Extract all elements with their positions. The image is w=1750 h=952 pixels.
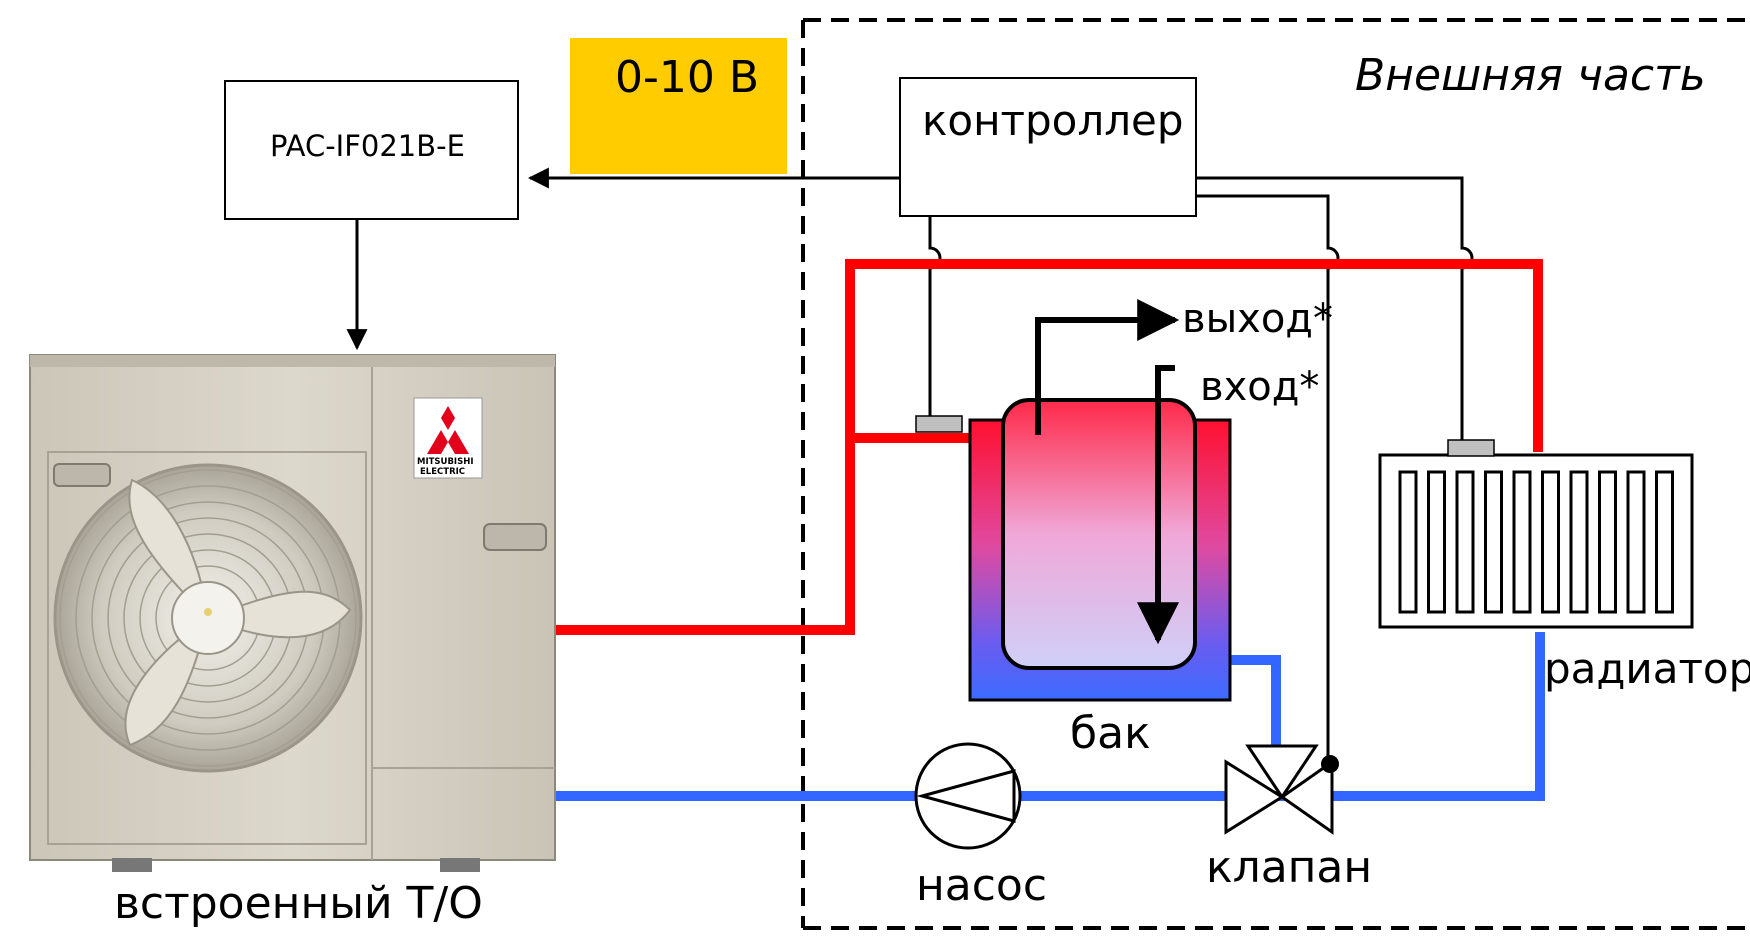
radiator-fin xyxy=(1400,472,1416,612)
logo-text-bottom: ELECTRIC xyxy=(420,467,465,477)
radiator-fin xyxy=(1628,472,1644,612)
radiator-fin xyxy=(1486,472,1502,612)
radiator-fin xyxy=(1514,472,1530,612)
valve-label: клапан xyxy=(1206,842,1372,893)
signal-label: 0-10 В xyxy=(615,52,759,103)
tank-sensor xyxy=(916,416,962,432)
interface-label: PAC-IF021B-E xyxy=(270,129,465,163)
valve-actuator-dot xyxy=(1321,755,1339,773)
mitsubishi-logo-icon: MITSUBISHI ELECTRIC xyxy=(414,398,482,478)
logo-text-top: MITSUBISHI xyxy=(417,457,473,467)
pump-label: насос xyxy=(916,860,1047,911)
radiator-fin xyxy=(1457,472,1473,612)
fan-icon xyxy=(55,465,361,771)
radiator-fin xyxy=(1429,472,1445,612)
radiator-sensor xyxy=(1448,440,1494,456)
radiator-fin xyxy=(1571,472,1587,612)
inlet-label: вход* xyxy=(1200,364,1319,410)
pump xyxy=(916,744,1020,848)
external-zone-label: Внешняя часть xyxy=(1355,50,1706,101)
outlet-label: выход* xyxy=(1182,296,1333,342)
three-way-valve xyxy=(1226,746,1332,832)
radiator xyxy=(1380,455,1692,627)
radiator-label: радиатор xyxy=(1544,644,1750,693)
controller-label: контроллер xyxy=(922,96,1184,145)
tank-label: бак xyxy=(1070,708,1151,759)
radiator-fin xyxy=(1657,472,1673,612)
tank xyxy=(970,400,1230,700)
heat-exchanger-label: встроенный Т/О xyxy=(114,878,483,929)
radiator-fin xyxy=(1600,472,1616,612)
radiator-fin xyxy=(1543,472,1559,612)
